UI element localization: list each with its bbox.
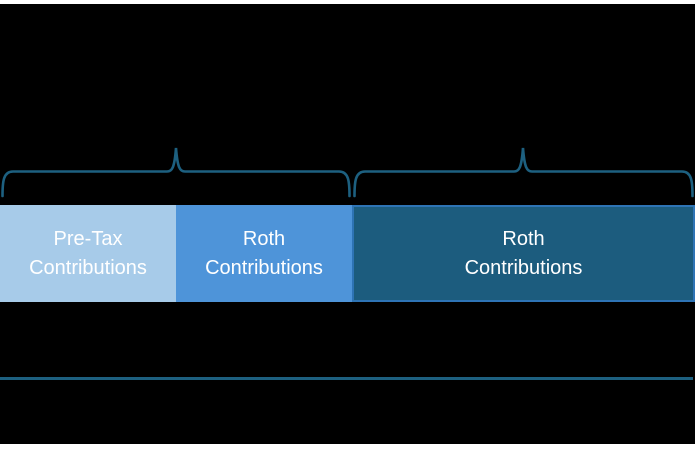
overbraces	[1, 147, 694, 198]
segment-label-line2: Contributions	[29, 256, 147, 279]
brace-left-icon	[1, 147, 351, 198]
segment-label-line1: Pre-Tax	[53, 227, 123, 250]
divider-line	[0, 377, 693, 380]
segment-label-line2: Contributions	[464, 256, 583, 279]
contribution-bar: Pre-Tax Contributions Roth Contributions…	[0, 205, 695, 302]
segment-label-line1: Roth	[242, 227, 286, 250]
segment-roth-contributions-dark: Roth Contributions	[352, 205, 695, 302]
segment-pretax-contributions: Pre-Tax Contributions	[0, 205, 176, 302]
segment-roth-contributions: Roth Contributions	[176, 205, 352, 302]
brace-right-icon	[353, 147, 694, 198]
segment-label-line2: Contributions	[205, 256, 323, 279]
segment-label-line1: Roth	[502, 227, 545, 250]
